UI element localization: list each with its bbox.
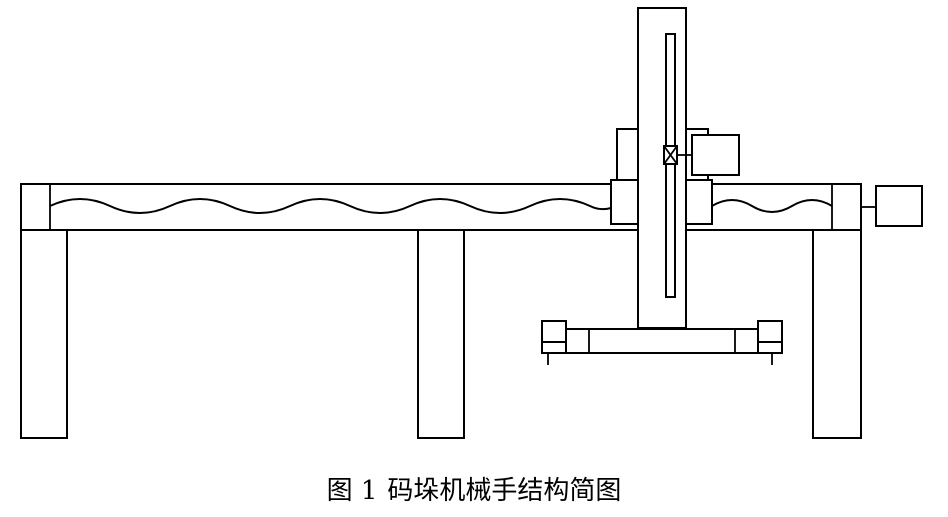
vertical-guide-slot — [665, 33, 676, 298]
gripper-crossbar — [565, 328, 759, 354]
figure-caption: 图 1 码垛机械手结构简图 — [0, 474, 948, 508]
right-gripper-base — [757, 341, 783, 354]
left-leg — [20, 228, 68, 439]
left-gripper-base — [541, 341, 567, 354]
middle-leg — [417, 228, 465, 439]
vertical-drive-motor — [691, 134, 740, 176]
right-gripper-cylinder — [757, 320, 783, 343]
horizontal-drive-motor — [875, 185, 923, 227]
horizontal-lead-screw-left — [49, 198, 612, 214]
right-leg — [812, 228, 862, 439]
vertical-column — [637, 7, 687, 329]
left-gripper-cylinder — [541, 320, 567, 343]
carriage-lower-right-block — [683, 179, 713, 225]
figure-label: 图 1 — [326, 476, 378, 506]
coupling-cross-b — [663, 145, 678, 165]
carriage-lower-left-block — [610, 179, 642, 225]
horizontal-lead-screw-right — [711, 199, 833, 213]
horizontal-beam — [20, 183, 862, 231]
figure-title: 码垛机械手结构简图 — [387, 476, 622, 506]
